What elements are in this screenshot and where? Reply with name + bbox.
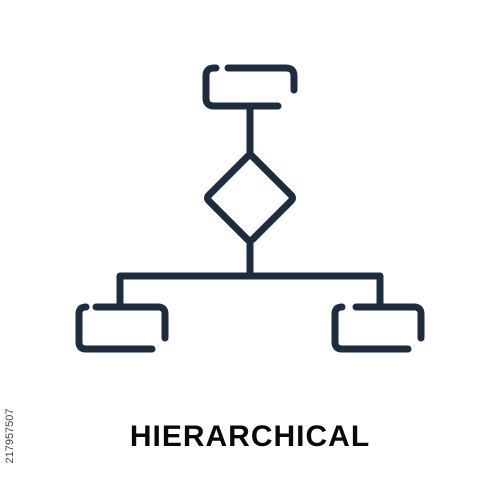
- right-node-box-lower: [331, 303, 412, 353]
- decision-diamond: [204, 150, 296, 244]
- top-node-box-lower: [202, 64, 282, 110]
- stock-id-label: 217957507: [4, 408, 16, 464]
- top-node-box: [224, 64, 298, 94]
- caption-title: HIERARCHICAL: [129, 420, 371, 453]
- right-node-box: [352, 303, 425, 342]
- branch-bus: [116, 272, 384, 311]
- left-node-box-lower: [75, 303, 156, 353]
- left-node-box: [92, 303, 169, 342]
